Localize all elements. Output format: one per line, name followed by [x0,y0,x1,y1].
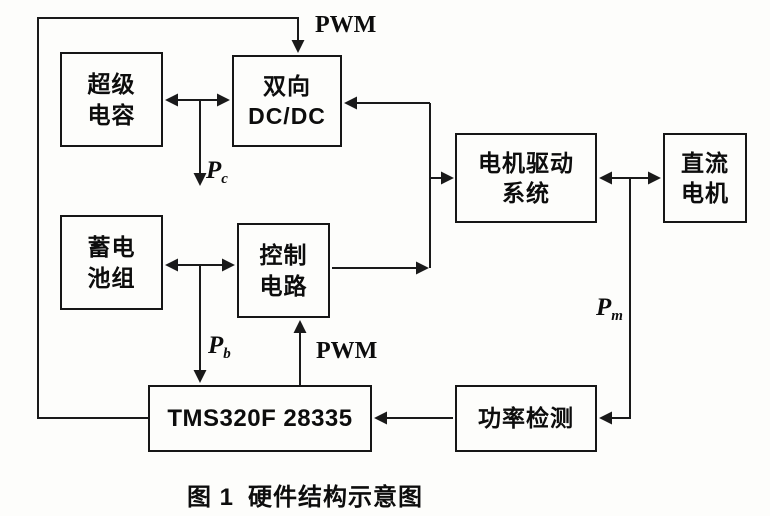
box-dc-motor-line2: 电机 [681,180,729,206]
box-battery-line2: 池组 [87,264,136,291]
caption-text: 硬件结构示意图 [248,484,423,511]
box-supercapacitor-line1: 超级 [87,71,136,98]
box-battery-pack: 蓄电 池组 [60,215,163,310]
box-motor-drive-line1: 电机驱动 [478,149,574,176]
box-control-circuit: 控制 电路 [237,223,330,318]
wire-dsp-to-dcdc-pwm-loop [37,17,305,419]
box-control-line1: 控制 [259,242,308,269]
label-pwm-top: PWM [315,12,377,38]
label-pm: Pm [596,294,623,325]
box-bidirectional-dcdc: 双向 DC/DC [232,55,342,147]
box-dcdc-line1: 双向 [263,72,311,99]
box-battery-line1: 蓄电 [87,234,136,261]
label-pc-base: P [206,157,222,184]
box-supercapacitor: 超级 电容 [60,52,163,147]
box-power-detection: 功率检测 [455,385,597,452]
label-pb-base: P [208,332,224,359]
label-pm-sub: m [611,308,623,324]
box-power-detection-label: 功率检测 [478,405,574,432]
label-pwm-bottom: PWM [316,338,378,364]
caption-number: 图 1 [186,484,234,511]
box-motor-drive-line2: 系统 [502,180,550,206]
box-dsp-tms320f28335: TMS320F 28335 [148,385,372,452]
box-motor-drive-system: 电机驱动 系统 [455,133,597,223]
box-dc-motor-line1: 直流 [681,149,729,176]
box-dsp-label: TMS320F 28335 [167,404,353,432]
box-control-line2: 电路 [259,272,308,299]
wire-motor-to-power-detect [599,178,631,425]
box-supercapacitor-line2: 电容 [87,101,136,128]
label-pb-sub: b [223,346,231,362]
figure-caption: 图 1 硬件结构示意图 [90,477,520,512]
box-dcdc-line2: DC/DC [248,103,326,129]
label-pm-base: P [596,294,612,321]
box-dc-motor: 直流 电机 [663,133,747,223]
label-pb: Pb [208,332,231,363]
label-pc-sub: c [221,171,228,187]
label-pc: Pc [206,157,228,188]
